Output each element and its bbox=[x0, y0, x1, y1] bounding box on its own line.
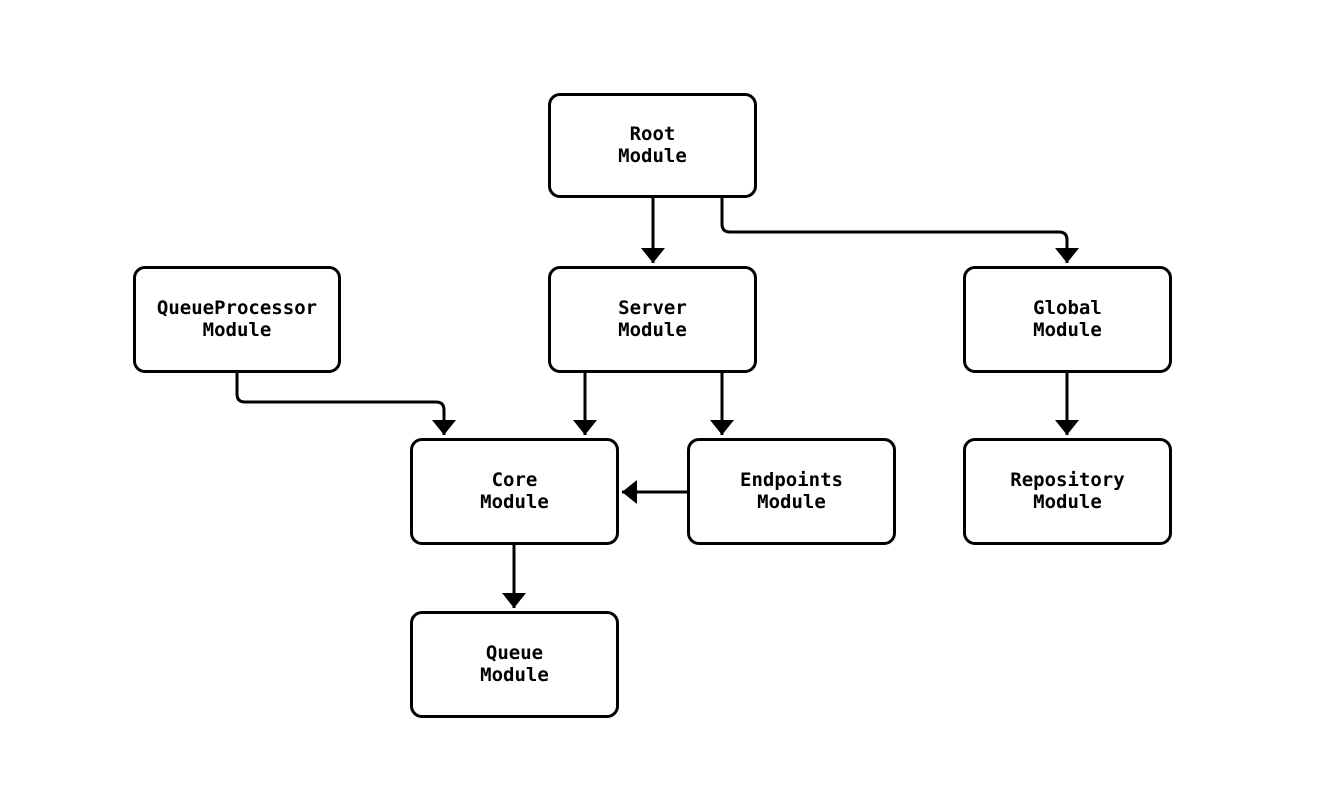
node-queue-module: Queue Module bbox=[410, 611, 619, 718]
node-label-line: Server bbox=[618, 297, 687, 319]
node-label-line: Queue bbox=[485, 642, 544, 664]
node-root-module: Root Module bbox=[548, 93, 757, 198]
node-label-line: Module bbox=[202, 318, 272, 341]
node-label-line: Global bbox=[1033, 297, 1102, 319]
node-label-line: QueueProcessor bbox=[156, 297, 318, 319]
node-server-module: Server Module bbox=[548, 266, 757, 373]
edge-queueprocessor-to-core bbox=[235, 373, 456, 435]
node-label-line: Endpoints bbox=[740, 469, 843, 491]
node-label-line: Module bbox=[618, 318, 687, 341]
edge-root-to-global bbox=[720, 198, 1079, 263]
node-label-line: Module bbox=[1033, 318, 1102, 341]
node-global-module: Global Module bbox=[963, 266, 1172, 373]
node-label-line: Root bbox=[629, 123, 676, 145]
node-label-line: Repository bbox=[1010, 469, 1125, 491]
node-endpoints-module: Endpoints Module bbox=[687, 438, 896, 545]
node-label-line: Module bbox=[480, 663, 549, 686]
node-repository-module: Repository Module bbox=[963, 438, 1172, 545]
node-label-line: Core bbox=[491, 469, 538, 491]
node-queueprocessor-module: QueueProcessor Module bbox=[133, 266, 341, 373]
node-core-module: Core Module bbox=[410, 438, 619, 545]
node-label-line: Module bbox=[757, 490, 826, 513]
node-label-line: Module bbox=[480, 490, 549, 513]
node-label-line: Module bbox=[1033, 490, 1102, 513]
node-label-line: Module bbox=[618, 144, 687, 167]
